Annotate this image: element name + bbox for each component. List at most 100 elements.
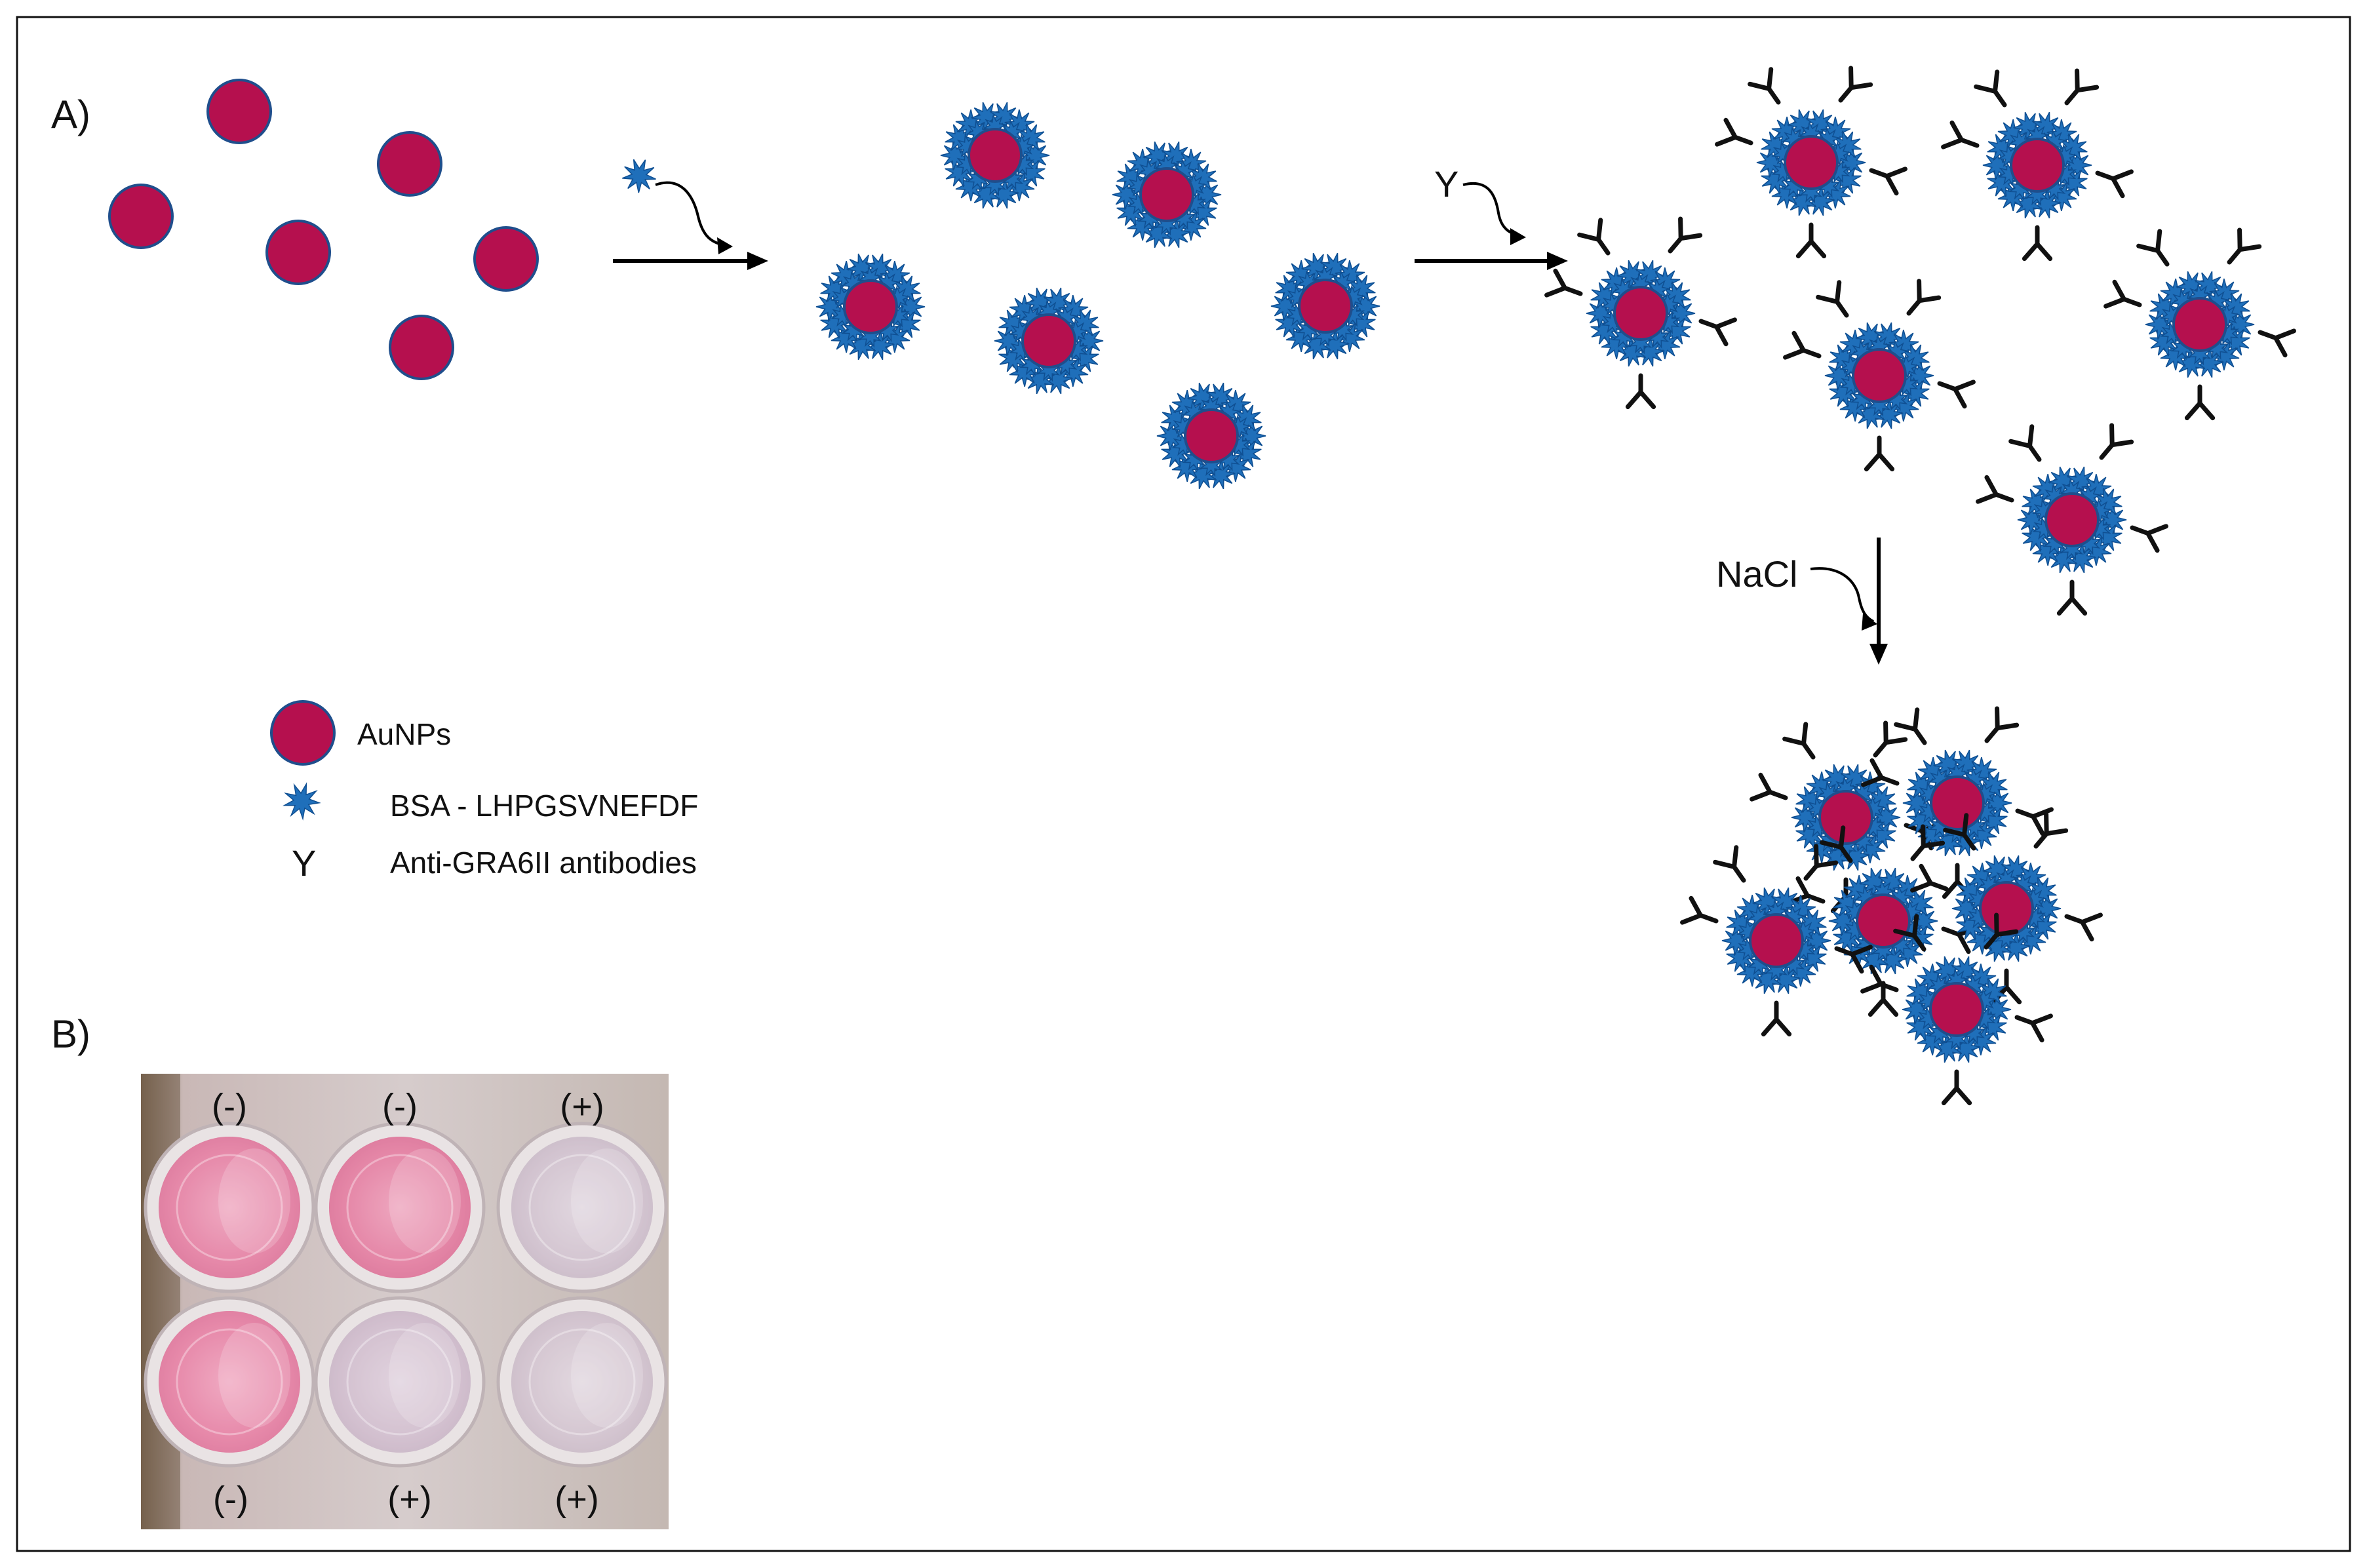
antibody-bound-aunp [2103, 227, 2296, 421]
bsa-coated-aunp [940, 102, 1050, 209]
legend-aunp-swatch [270, 700, 336, 766]
aunp-particle [2172, 297, 2227, 352]
antibody-bound-aunp [1941, 68, 2134, 262]
plate-well [144, 1296, 315, 1468]
antibody-icon [1761, 1000, 1792, 1037]
antibody-icon [1984, 706, 2020, 743]
antibody-icon [1577, 218, 1611, 256]
antibody-bound-aunp [1860, 912, 2053, 1106]
antibody-icon [2056, 579, 2088, 616]
antibody-icon [1941, 120, 1980, 149]
antibody-icon [1834, 945, 1873, 974]
well-plate-photo: (-) (-) (+) (-) (+) (+) [141, 1074, 669, 1529]
bsa-coated-aunp [2145, 271, 2255, 378]
plate-well [314, 1296, 486, 1468]
antibody-icon [2103, 279, 2142, 309]
antibody-icon [1795, 222, 1827, 259]
antibody-icon [1984, 912, 2019, 950]
antibody-icon [2064, 68, 2100, 106]
antibody-icon [1976, 475, 2014, 504]
legend: AuNPs BSA - LHPGSVNEFDF Y Anti-GRA6II an… [270, 700, 698, 884]
curved-arrow-bsa [655, 181, 733, 254]
antibody-bound-nanoparticles [1544, 66, 2296, 616]
antibody-bound-aunp [1910, 812, 2103, 1005]
antibody-icon [1713, 845, 1746, 883]
aunp-particle [377, 131, 442, 197]
aunp-particle [1139, 167, 1194, 222]
aunp-particle [1613, 286, 1668, 341]
antibody-icon [1750, 772, 1788, 802]
antibody-icon [1906, 279, 1942, 316]
panel-a-label: A) [51, 92, 90, 136]
aunp-particle [1930, 775, 1985, 831]
plate-well [496, 1296, 668, 1468]
bsa-coated-aunp [1902, 956, 2012, 1063]
plate-well [144, 1122, 315, 1293]
antibody-icon [1941, 1069, 1972, 1106]
antibody-icon [1910, 863, 1949, 893]
aunp-particle [270, 700, 336, 766]
well-label-top-3: (+) [560, 1087, 604, 1126]
antibody-icon [1860, 964, 1899, 994]
antibody-icon [2130, 524, 2168, 553]
well-label-bottom-3: (+) [555, 1480, 599, 1519]
aunp-particle [206, 79, 272, 144]
step-arrow-nacl [1869, 538, 1888, 665]
bsa-coated-aunp [2017, 466, 2127, 574]
antibody-reagent-symbol: Y [1434, 163, 1458, 205]
figure-frame [16, 16, 2351, 1552]
antibody-icon [1680, 895, 1719, 925]
antibody-icon [1698, 317, 1737, 347]
step-arrow-bsa [613, 252, 768, 270]
antibody-icon [2184, 384, 2216, 421]
aunp-particle [1979, 881, 2034, 936]
antibody-icon [2014, 1013, 2053, 1043]
bsa-coated-nanoparticles [815, 102, 1380, 490]
antibody-icon [2064, 912, 2103, 942]
bsa-coated-aunp [1586, 260, 1696, 367]
bsa-peptide-icon [622, 159, 656, 193]
aunp-particle [1784, 135, 1839, 190]
bsa-coated-aunp [1112, 141, 1222, 248]
antibody-icon [1803, 844, 1839, 881]
antibody-bound-aunp [1783, 279, 1976, 472]
antibody-icon [1838, 66, 1873, 103]
bsa-reagent-icon [622, 159, 656, 193]
antibody-icon [1974, 69, 2007, 108]
aunp-particle [265, 220, 331, 285]
aunp-particle [2010, 138, 2065, 193]
bsa-coated-aunp [1721, 887, 1831, 994]
antibody-icon [1816, 280, 1849, 318]
bsa-peptide-icon [282, 782, 321, 821]
aunp-particle [108, 184, 174, 249]
bsa-coated-aunp [1824, 322, 1934, 429]
antibody-bound-aunp [1544, 216, 1737, 410]
antibody-icon [2136, 229, 2170, 267]
aunp-particle [1818, 790, 1873, 845]
antibody-icon [1820, 825, 1853, 863]
aunp-particle [1749, 913, 1804, 968]
antibody-icon [1783, 330, 1822, 360]
antibody-icon [2015, 807, 2054, 836]
legend-aunp-label: AuNPs [357, 717, 451, 751]
aunp-particle [1929, 982, 1984, 1037]
bare-nanoparticles [108, 79, 539, 380]
antibody-icon [2258, 328, 2296, 358]
aunp-particle [1021, 313, 1076, 368]
antibody-icon [1544, 268, 1583, 298]
bsa-coated-aunp [1951, 855, 2062, 962]
legend-antibody-label: Anti-GRA6II antibodies [390, 846, 697, 880]
well-label-top-2: (-) [382, 1087, 418, 1126]
antibody-icon [1782, 722, 1816, 760]
curved-arrow-antibody [1462, 182, 1526, 245]
bsa-coated-aunp [1982, 111, 2092, 219]
aggregated-nanoparticle-cluster [1680, 706, 2103, 1106]
legend-bsa-label: BSA - LHPGSVNEFDF [390, 789, 698, 823]
bsa-coated-aunp [994, 287, 1104, 395]
antibody-icon [1715, 117, 1753, 147]
antibody-icon [1864, 435, 1895, 472]
antibody-icon [2095, 169, 2134, 199]
legend-antibody-symbol: Y [292, 842, 316, 884]
